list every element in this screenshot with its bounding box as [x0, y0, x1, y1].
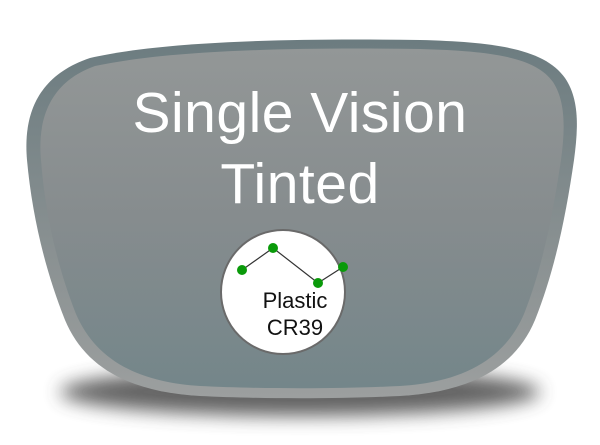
title-line-1: Single Vision — [132, 81, 468, 145]
zigzag-line-with-dots-icon — [237, 243, 348, 288]
title-line-2: Tinted — [220, 152, 380, 216]
material-label-line-2: CR39 — [266, 315, 324, 340]
material-badge-circle — [220, 229, 346, 355]
lens-body — [40, 48, 564, 389]
material-label-line-1: Plastic — [262, 288, 328, 313]
